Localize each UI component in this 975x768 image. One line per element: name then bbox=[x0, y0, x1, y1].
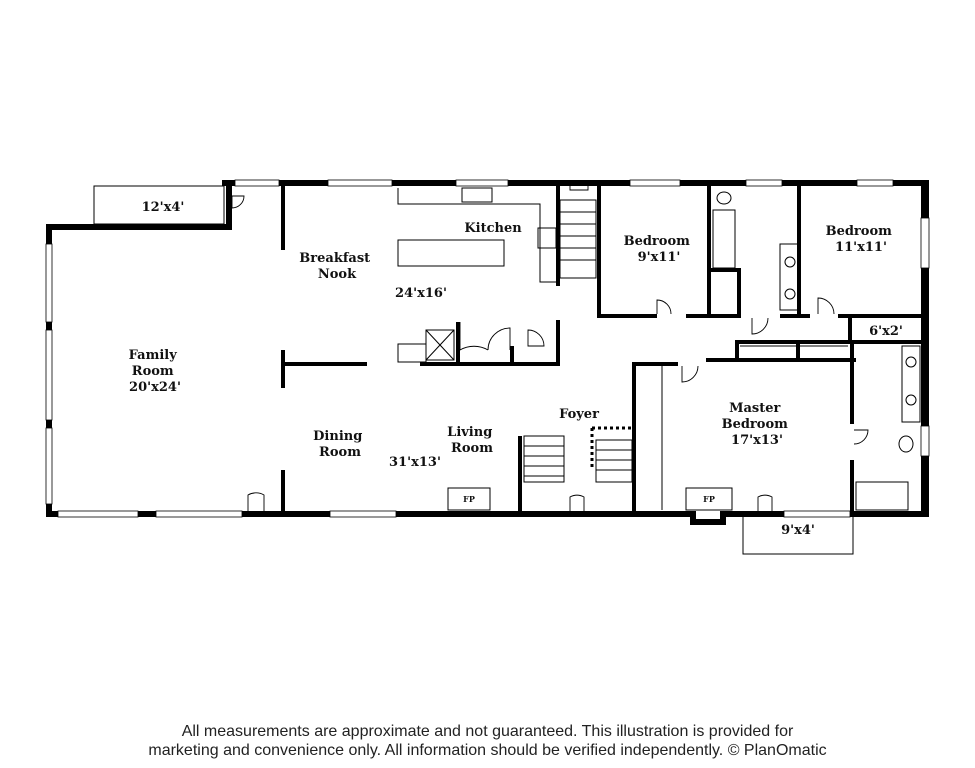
porch-label: 9'x4' bbox=[781, 523, 815, 538]
room-labels: 12'x4' Family Room 20'x24' Breakfast Noo… bbox=[129, 200, 903, 538]
kitchen-label: Kitchen bbox=[464, 221, 522, 236]
living-room-label: Living Room bbox=[447, 425, 497, 456]
family-room-label: Family Room 20'x24' bbox=[129, 348, 182, 395]
disclaimer-line-1: All measurements are approximate and not… bbox=[181, 723, 794, 740]
deck-top-label: 12'x4' bbox=[142, 200, 185, 215]
bedroom-2-label: Bedroom 11'x11' bbox=[826, 224, 897, 255]
dining-room-label: Dining Room bbox=[313, 429, 367, 460]
closet-label: 6'x2' bbox=[869, 324, 903, 339]
master-bedroom-label: Master Bedroom 17'x13' bbox=[722, 401, 793, 448]
fixtures bbox=[397, 187, 921, 511]
interior-walls bbox=[281, 186, 922, 512]
foyer-label: Foyer bbox=[559, 407, 599, 422]
master-fireplace-label: FP bbox=[703, 494, 715, 504]
disclaimer: All measurements are approximate and not… bbox=[0, 722, 975, 760]
bedroom-1-label: Bedroom 9'x11' bbox=[624, 234, 695, 265]
stairs bbox=[523, 199, 633, 483]
living-fireplace-label: FP bbox=[463, 494, 475, 504]
doors bbox=[231, 180, 869, 511]
living-room-dimension: 31'x13' bbox=[389, 455, 441, 470]
kitchen-dimension: 24'x16' bbox=[395, 286, 447, 301]
windows bbox=[45, 179, 930, 518]
disclaimer-line-2: marketing and convenience only. All info… bbox=[148, 742, 827, 759]
breakfast-nook-label: Breakfast Nook bbox=[299, 251, 374, 282]
